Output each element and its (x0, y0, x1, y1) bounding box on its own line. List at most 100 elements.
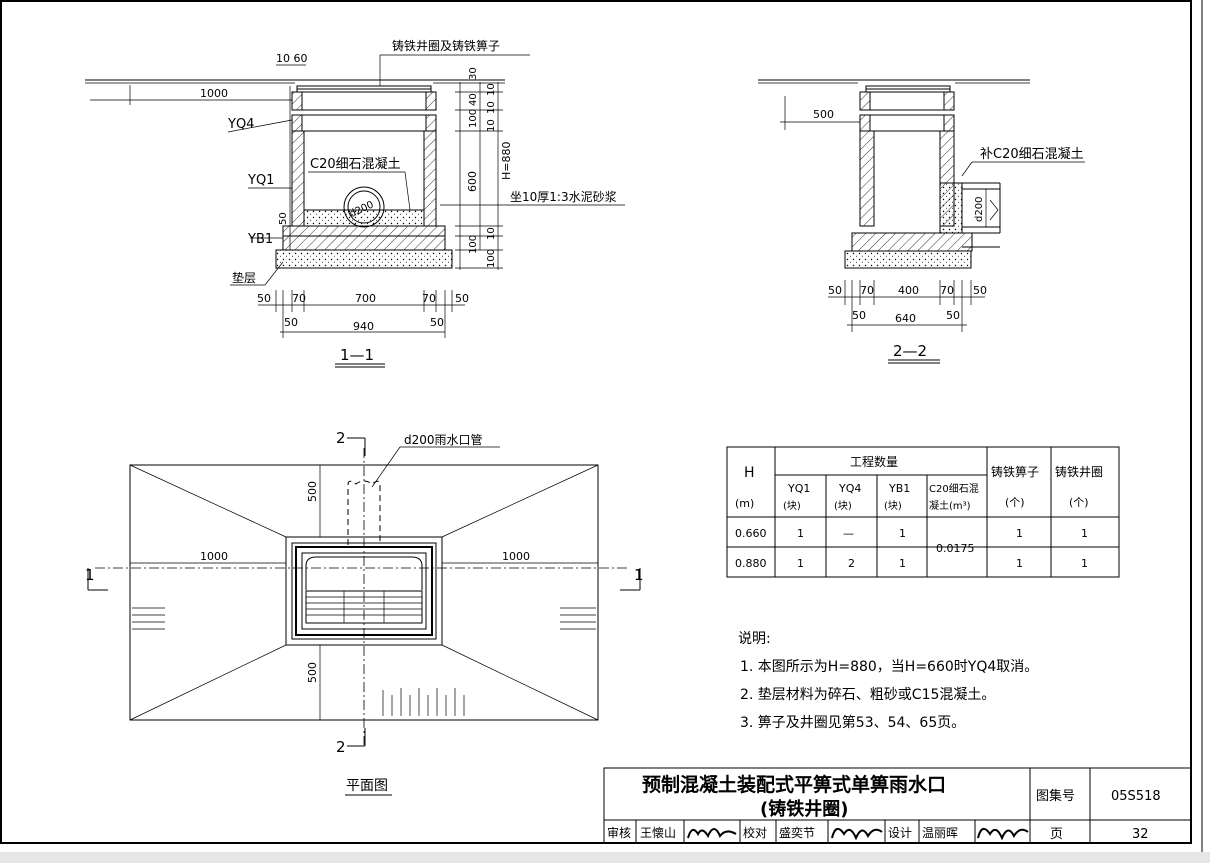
dim-100c: 100 (486, 249, 497, 268)
label-grate: 铸铁井圈及铸铁箅子 (392, 38, 500, 53)
table-row-0-grate: 1 (1016, 527, 1023, 540)
note-2: 2. 垫层材料为碎石、粗砂或C15混凝土。 (740, 687, 995, 703)
dim-b50d: 50 (430, 316, 444, 329)
plan-cut-1b: 1 (634, 566, 644, 584)
plan-dim-1000a: 1000 (200, 550, 228, 563)
table-row-0-ring: 1 (1081, 527, 1088, 540)
plan-caption: 平面图 (346, 778, 388, 794)
table-col-yq1: YQ1 (787, 482, 810, 495)
table-group-header: 工程数量 (850, 454, 898, 469)
plan-dim-500a: 500 (306, 481, 319, 502)
table-row-0-h: 0.660 (735, 527, 767, 540)
page-number: 32 (1132, 827, 1149, 842)
table-row-0-yq4: — (843, 527, 854, 540)
dim-30: 30 (468, 67, 479, 80)
road-marks (132, 607, 596, 716)
table-row-1-yq4: 2 (848, 557, 855, 570)
dim-100a: 100 (468, 109, 479, 128)
table-col-c20: C20细石混 (929, 482, 979, 495)
dim-100b: 100 (468, 235, 479, 254)
dim-10c: 10 (486, 119, 497, 132)
dim-1000-left: 1000 (200, 87, 228, 100)
table-row-1-grate: 1 (1016, 557, 1023, 570)
dim-2-2-b50a: 50 (828, 284, 842, 297)
dim-2-2-b50c: 50 (852, 309, 866, 322)
designer-name: 温丽晖 (922, 826, 958, 840)
sheet-border (0, 0, 1192, 844)
label-concrete: C20细石混凝土 (310, 156, 401, 172)
title-line-2: (铸铁井圈) (760, 798, 848, 820)
caption-1-1: 1—1 (340, 346, 374, 364)
title-line-1: 预制混凝土装配式平箅式单箅雨水口 (642, 773, 946, 796)
caption-2-2: 2—2 (893, 342, 927, 360)
table-ring-unit: (个) (1069, 496, 1089, 509)
table-ring-header: 铸铁井圈 (1055, 464, 1103, 479)
signature-checker (831, 827, 883, 841)
dim-10b: 10 (486, 101, 497, 114)
dim-2-2-b640: 640 (895, 312, 916, 325)
label-2-2-pipe: d200 (974, 197, 985, 222)
label-yb1: YB1 (247, 232, 273, 247)
label-mortar: 坐10厚1:3水泥砂浆 (510, 189, 617, 204)
dim-2-2-b70b: 70 (940, 284, 954, 297)
table-col-c20-unit: 凝土(m³) (929, 499, 971, 512)
table-row-1-yb1: 1 (899, 557, 906, 570)
dim-10d: 10 (486, 227, 497, 240)
bottom-band (0, 852, 1210, 863)
pipe-section-1-1 (343, 186, 385, 228)
plan-cut-2: 2 (336, 429, 346, 447)
table-col-yb1-unit: (块) (884, 500, 902, 512)
table-col-yb1: YB1 (888, 482, 910, 495)
table-grate-unit: (个) (1005, 496, 1025, 509)
dim-40: 40 (468, 93, 479, 106)
plan-dim-500b: 500 (306, 662, 319, 683)
dim-b50a: 50 (257, 292, 271, 305)
label-yq1: YQ1 (247, 173, 274, 188)
check-label: 校对 (743, 825, 767, 840)
dim-2-2-b50d: 50 (946, 309, 960, 322)
dim-top-10-60: 10 60 (276, 52, 308, 65)
notes: 说明: 1. 本图所示为H=880，当H=660时YQ4取消。 2. 垫层材料为… (738, 631, 1038, 731)
plan-dim-1000b: 1000 (502, 550, 530, 563)
table-row-0-yb1: 1 (899, 527, 906, 540)
dim-2-2-b70a: 70 (860, 284, 874, 297)
table-col-yq1-unit: (块) (783, 500, 801, 512)
table-c20-value: 0.0175 (936, 542, 975, 555)
dim-b50c: 50 (284, 316, 298, 329)
quantity-table: H (m) 工程数量 YQ1 (块) YQ4 (块) YB1 (块) C20细石… (726, 446, 1120, 578)
page-label: 页 (1050, 827, 1063, 842)
reviewer-name: 王懐山 (640, 826, 676, 840)
table-col-yq4-unit: (块) (834, 500, 852, 512)
dim-b50b: 50 (455, 292, 469, 305)
table-col-yq4: YQ4 (838, 482, 861, 495)
signature-reviewer (687, 828, 737, 839)
table-h-unit: (m) (735, 497, 754, 510)
note-3: 3. 箅子及井圈见第53、54、65页。 (740, 714, 965, 731)
plan-view: d200雨水口管 1 1 2 2 1000 1000 500 500 平面图 (85, 429, 644, 796)
table-row-1-h: 0.880 (735, 557, 767, 570)
section-1-1: 铸铁井圈及铸铁箅子 C20细石混凝土 d200 坐10厚1:3水泥砂浆 YQ4 … (85, 38, 625, 368)
section-2-2: 500 补C20细石混凝土 d200 50 70 400 70 50 50 64… (758, 79, 1085, 364)
dim-h880: H=880 (500, 142, 513, 180)
dim-b70a: 70 (292, 292, 306, 305)
atlas-label: 图集号 (1036, 788, 1075, 804)
table-row-1-ring: 1 (1081, 557, 1088, 570)
table-h-label: H (744, 465, 755, 481)
table-row-1-yq1: 1 (797, 557, 804, 570)
label-2-2-concrete: 补C20细石混凝土 (980, 146, 1084, 162)
label-yq4: YQ4 (227, 117, 254, 132)
dim-10a: 10 (486, 83, 497, 96)
atlas-number: 05S518 (1111, 789, 1161, 804)
dim-2-2-b50b: 50 (973, 284, 987, 297)
plan-pipe-label: d200雨水口管 (404, 432, 483, 447)
table-row-0-yq1: 1 (797, 527, 804, 540)
notes-title: 说明: (738, 631, 771, 647)
label-2-2-500: 500 (813, 108, 834, 121)
dim-2-2-b400: 400 (898, 284, 919, 297)
note-1: 1. 本图所示为H=880，当H=660时YQ4取消。 (740, 659, 1038, 675)
title-block: 预制混凝土装配式平箅式单箅雨水口 (铸铁井圈) 图集号 05S518 页 32 … (603, 767, 1192, 844)
label-cushion: 垫层 (232, 270, 256, 285)
dim-50: 50 (278, 212, 289, 225)
table-grate-header: 铸铁箅子 (991, 464, 1039, 479)
